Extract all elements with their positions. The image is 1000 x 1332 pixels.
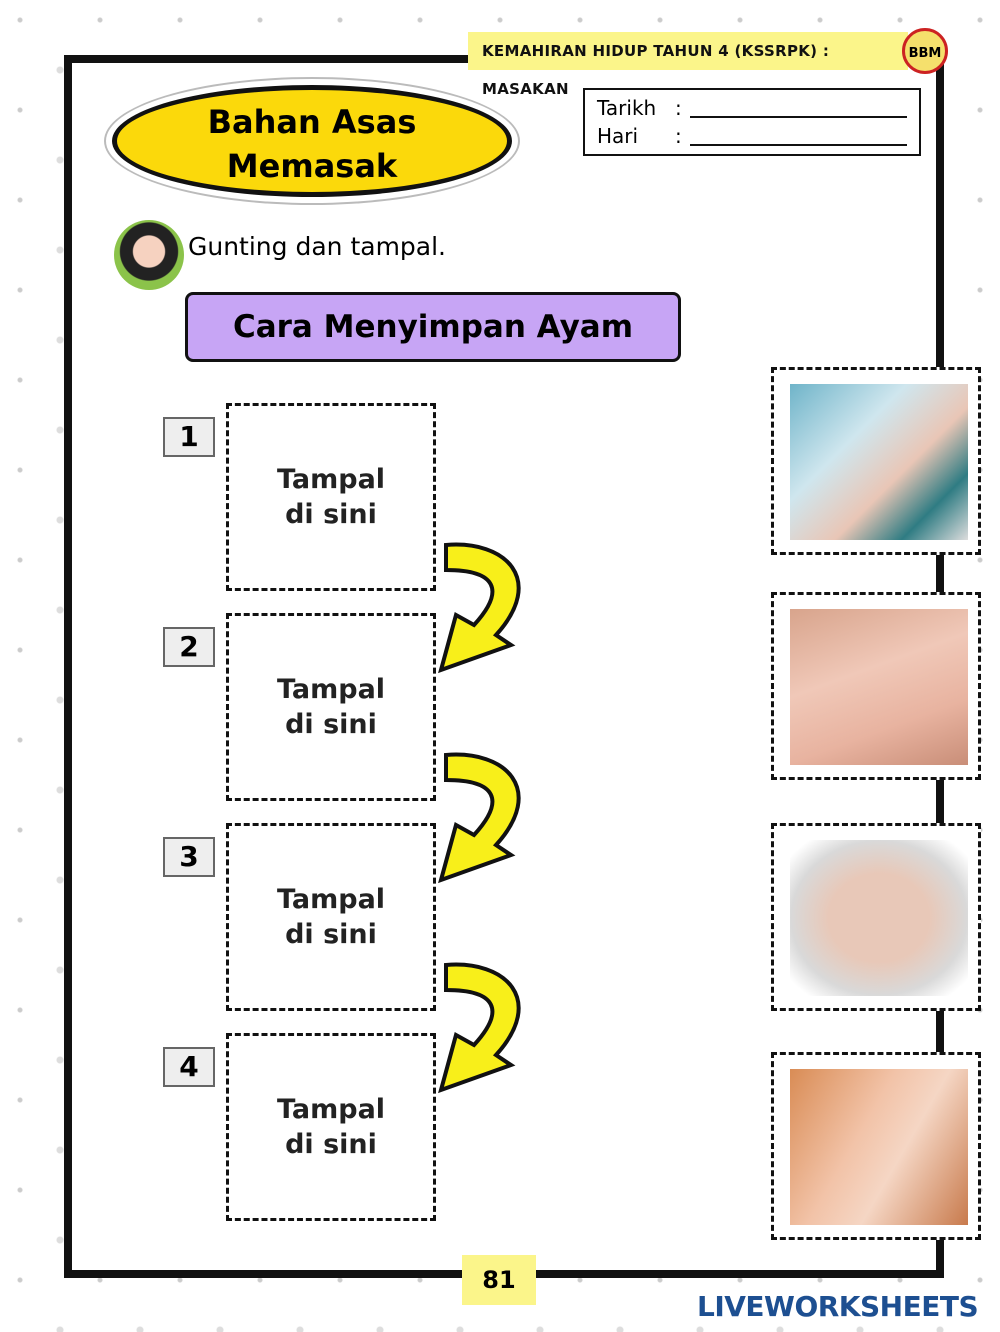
slot-text: di sini (285, 499, 377, 530)
date-field[interactable] (689, 98, 907, 118)
step-number: 1 (163, 417, 215, 457)
slot-text: di sini (285, 919, 377, 950)
date-box: Tarikh: Hari: (583, 88, 921, 156)
day-label: Hari (597, 124, 639, 148)
slot-text: di sini (285, 1129, 377, 1160)
slot-text: Tampal (276, 674, 386, 705)
day-field[interactable] (689, 126, 907, 146)
step-number: 2 (163, 627, 215, 667)
section-title: Cara Menyimpan Ayam (185, 292, 681, 362)
date-label: Tarikh (597, 96, 657, 120)
drop-zone-3[interactable]: Tampal di sini (226, 823, 436, 1011)
title-line-1: Bahan Asas (207, 103, 417, 141)
raw-chicken-photo (790, 609, 968, 765)
slot-text: Tampal (276, 1094, 386, 1125)
subject-header: KEMAHIRAN HIDUP TAHUN 4 (KSSRPK) : MASAK… (468, 32, 908, 98)
separator: : (675, 96, 682, 120)
instruction: Gunting dan tampal. (188, 232, 447, 261)
chicken-fridge-photo (790, 384, 968, 540)
chicken-container-photo (790, 840, 968, 996)
worksheet-title: Bahan Asas Memasak (112, 85, 512, 197)
page-number: 81 (462, 1255, 536, 1305)
avatar (114, 220, 184, 290)
separator: : (675, 124, 682, 148)
drop-zone-2[interactable]: Tampal di sini (226, 613, 436, 801)
drop-zone-1[interactable]: Tampal di sini (226, 403, 436, 591)
washing-chicken-photo (790, 1069, 968, 1225)
curved-arrow-icon (438, 752, 521, 884)
drop-zone-4[interactable]: Tampal di sini (226, 1033, 436, 1221)
draggable-card-4[interactable] (771, 1052, 981, 1240)
step-number: 3 (163, 837, 215, 877)
draggable-card-3[interactable] (771, 823, 981, 1011)
bbm-logo: BBM (902, 28, 948, 74)
slot-text: di sini (285, 709, 377, 740)
step-number: 4 (163, 1047, 215, 1087)
title-line-2: Memasak (226, 147, 398, 185)
curved-arrow-icon (438, 542, 521, 674)
liveworksheets-logo: LIVEWORKSHEETS (697, 1290, 979, 1323)
draggable-card-2[interactable] (771, 592, 981, 780)
slot-text: Tampal (276, 464, 386, 495)
draggable-card-1[interactable] (771, 367, 981, 555)
curved-arrow-icon (438, 962, 521, 1094)
slot-text: Tampal (276, 884, 386, 915)
